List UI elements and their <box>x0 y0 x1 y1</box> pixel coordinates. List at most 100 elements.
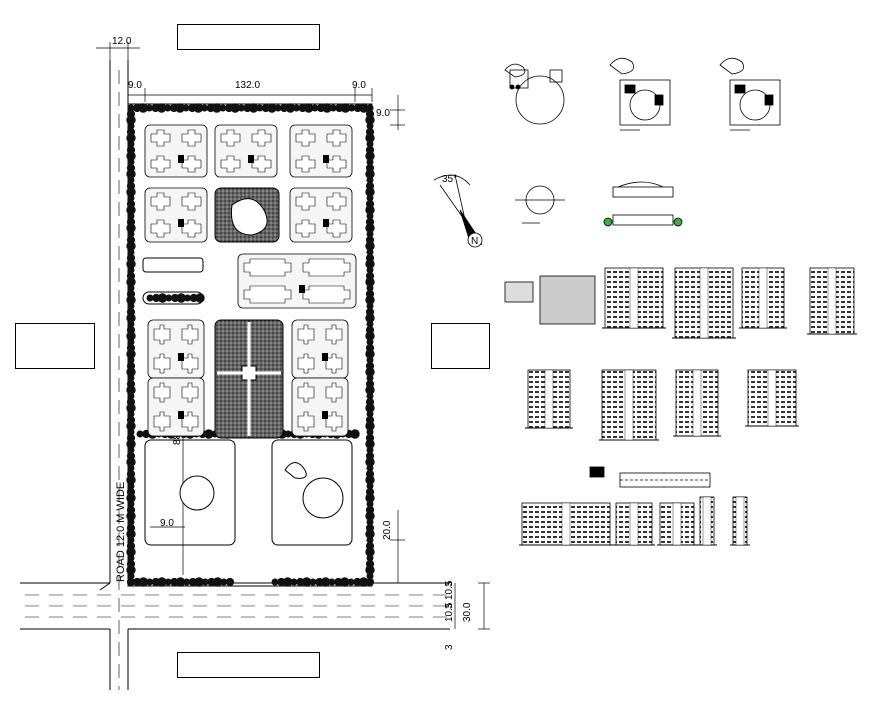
tree <box>322 103 332 113</box>
building-block <box>144 124 208 178</box>
dim-site-width: 132.0 <box>235 80 260 91</box>
tree <box>157 577 167 587</box>
tree <box>127 428 135 436</box>
tree <box>126 313 136 323</box>
tree <box>359 103 369 113</box>
tree <box>365 403 375 413</box>
tree <box>127 374 135 382</box>
tree <box>366 554 374 562</box>
tree <box>366 482 374 490</box>
detail-drawings <box>504 275 711 488</box>
tree <box>126 367 136 377</box>
tree <box>126 349 136 359</box>
elevation-drawing <box>730 496 750 546</box>
tree <box>366 302 374 310</box>
tree <box>365 385 375 395</box>
tree <box>127 158 135 166</box>
tree <box>164 104 172 112</box>
tree <box>366 284 374 292</box>
tree <box>127 536 135 544</box>
tree <box>366 122 374 130</box>
tree <box>366 212 374 220</box>
tree <box>366 374 374 382</box>
tree <box>127 572 135 580</box>
tree <box>126 187 136 197</box>
residential-blocks <box>144 124 357 437</box>
tree <box>126 439 136 449</box>
tree <box>366 428 374 436</box>
svg-text:3: 3 <box>444 644 455 650</box>
tree <box>127 446 135 454</box>
landscape-areas <box>142 187 353 546</box>
tree <box>347 578 355 586</box>
road-label: ROAD 12.0 M WIDE <box>115 482 127 582</box>
left-road <box>109 60 129 690</box>
tree <box>365 547 375 557</box>
tree <box>358 577 369 587</box>
elevation-drawing <box>519 502 613 546</box>
tree <box>311 104 319 112</box>
tree <box>296 577 305 587</box>
tree <box>366 176 374 184</box>
elevation-drawing <box>613 502 655 546</box>
tree <box>365 133 375 143</box>
building-block <box>147 319 205 379</box>
tree <box>365 187 375 197</box>
tree <box>365 493 375 503</box>
tree <box>274 104 282 112</box>
tree <box>365 457 375 467</box>
tree <box>127 302 135 310</box>
typical-floor-plans <box>504 57 781 227</box>
tree <box>126 565 136 575</box>
tree <box>127 356 135 364</box>
elevation-drawing <box>673 369 721 437</box>
tree <box>365 151 375 161</box>
tree <box>365 241 375 251</box>
tree <box>126 475 136 485</box>
tree <box>366 158 374 166</box>
tree <box>126 295 136 305</box>
tree <box>365 277 375 287</box>
tree <box>126 151 136 161</box>
tree <box>365 565 375 575</box>
tree <box>164 578 172 586</box>
tree <box>165 294 173 302</box>
tree <box>175 577 186 587</box>
tree <box>365 421 375 431</box>
tree <box>366 392 374 400</box>
tree <box>328 578 336 586</box>
tree <box>334 577 343 587</box>
elevation-drawing <box>697 496 717 546</box>
tree <box>366 194 374 202</box>
building-block <box>289 187 353 243</box>
tree <box>267 103 277 113</box>
dim-road-bottom: 30.0 <box>462 602 473 622</box>
tree <box>136 430 144 438</box>
tree <box>365 475 375 485</box>
svg-text:3: 3 <box>444 581 455 587</box>
tree <box>182 104 190 112</box>
tree <box>366 140 374 148</box>
tree <box>329 104 337 112</box>
tree <box>320 577 331 587</box>
tree <box>126 547 136 557</box>
tree <box>353 577 362 587</box>
dim-setback-top: 9.0 <box>376 108 390 119</box>
tree <box>365 259 375 269</box>
tree <box>127 266 135 274</box>
tree <box>366 464 374 472</box>
building-block <box>237 253 357 309</box>
tree <box>290 578 298 586</box>
dim-inner-setback: 9.0 <box>160 518 174 529</box>
elevation-drawing <box>599 369 659 441</box>
tree <box>220 578 228 586</box>
dim-setback-left: 9.0 <box>128 80 142 91</box>
tree <box>127 518 135 526</box>
tree <box>126 133 136 143</box>
tree <box>145 104 153 112</box>
tree <box>127 104 135 112</box>
dim-road-parts: 3 10.5 3 10.5 3 <box>444 580 455 650</box>
elevation-drawing <box>525 369 573 429</box>
tree <box>365 331 375 341</box>
tree <box>365 223 375 233</box>
